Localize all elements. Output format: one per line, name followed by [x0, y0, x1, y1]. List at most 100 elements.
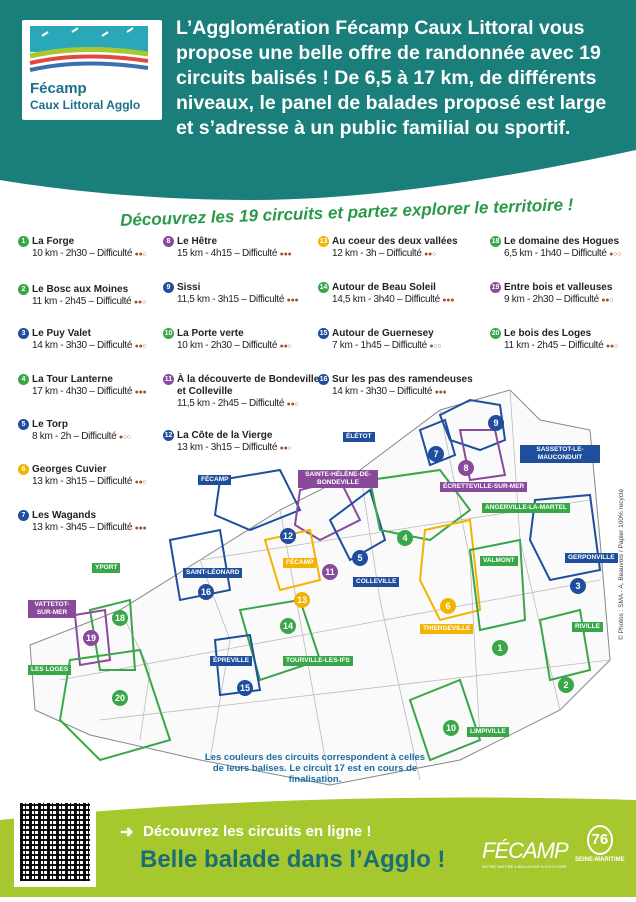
circuit-name: Le Hêtre: [177, 236, 218, 247]
circuit-detail: 14 km - 3h30 – Difficulté: [32, 340, 133, 351]
difficulty-dots: ●●○: [424, 251, 436, 258]
town-label: GERPONVILLE: [565, 553, 618, 563]
circuit-number-badge: 20: [490, 328, 501, 339]
town-label: SAINTE-HÉLÈNE-DE-BONDEVILLE: [298, 470, 378, 488]
difficulty-dots: ●●●: [442, 297, 455, 304]
circuit-name: Autour de Beau Soleil: [332, 282, 436, 293]
circuit-name: Le bois des Loges: [504, 328, 592, 339]
map-circuit-badge[interactable]: 6: [440, 598, 456, 614]
intro-text: L’Agglomération Fécamp Caux Littoral vou…: [176, 17, 607, 139]
circuit-detail: 6,5 km - 1h40 – Difficulté: [504, 248, 607, 259]
circuit-number-badge: 9: [163, 282, 174, 293]
map-circuit-badge[interactable]: 8: [458, 460, 474, 476]
town-label: COLLEVILLE: [353, 577, 400, 587]
map-circuit-badge[interactable]: 7: [428, 446, 444, 462]
online-link[interactable]: Découvrez les circuits en ligne !: [143, 823, 372, 840]
map-circuit-badge[interactable]: 16: [198, 584, 214, 600]
town-label: VATTETOT-SUR-MER: [28, 600, 76, 618]
map-circuit-badge[interactable]: 5: [352, 550, 368, 566]
qr-code[interactable]: [14, 797, 96, 887]
circuit-detail: 14,5 km - 3h40 – Difficulté: [332, 294, 440, 305]
footer-background: [0, 797, 636, 897]
difficulty-dots: ●●●: [434, 389, 447, 396]
circuit-name: Le domaine des Hogues: [504, 236, 620, 247]
circuit-number-badge: 19: [490, 282, 501, 293]
map-circuit-badge[interactable]: 9: [488, 415, 504, 431]
circuit-name: La Tour Lanterne: [32, 374, 113, 385]
difficulty-dots: ●●○: [286, 401, 299, 408]
map-circuit-badge[interactable]: 11: [322, 564, 338, 580]
circuit-name: À la découverte de Bondeville et Collevi…: [177, 374, 320, 397]
logo-name: Fécamp: [30, 80, 87, 97]
town-label: LES LOGES: [28, 665, 72, 675]
map-circuit-badge[interactable]: 19: [83, 630, 99, 646]
town-label: SASSETOT-LE-MAUCONDUIT: [520, 445, 600, 463]
difficulty-dots: ●○○: [609, 251, 621, 258]
circuit-number-badge: 6: [18, 464, 29, 475]
town-label: RIVILLE: [572, 622, 603, 632]
map-circuit-badge[interactable]: 20: [112, 690, 128, 706]
circuit-number-badge: 13: [318, 236, 329, 247]
town-label: ANGERVILLE-LA-MARTEL: [482, 503, 570, 513]
circuit-name: Au coeur des deux vallées: [332, 236, 458, 247]
map-circuit-badge[interactable]: 3: [570, 578, 586, 594]
town-label: ÉLÉTOT: [343, 432, 375, 442]
circuit-detail: 12 km - 3h – Difficulté: [332, 248, 422, 259]
map-circuit-badge[interactable]: 10: [443, 720, 459, 736]
circuit-number-badge: 4: [18, 374, 29, 385]
map-circuit-badge[interactable]: 4: [397, 530, 413, 546]
town-label: THIERGEVILLE: [420, 624, 474, 634]
map-circuit-badge[interactable]: 12: [280, 528, 296, 544]
circuit-name: Sissi: [177, 282, 201, 293]
difficulty-dots: ●●○: [134, 343, 147, 350]
agglo-logo: Fécamp Caux Littoral Agglo: [22, 20, 162, 120]
map-circuit-badge[interactable]: 18: [112, 610, 128, 626]
map-circuit-badge[interactable]: 15: [237, 680, 253, 696]
logo-graphic: [29, 26, 149, 72]
circuit-detail: 15 km - 4h15 – Difficulté: [177, 248, 278, 259]
map-note: Les couleurs des circuits correspondent …: [204, 752, 426, 785]
photo-credit: © Photos : SMA - A. Beauvois / Papier 10…: [618, 488, 625, 640]
map-circuit-badge[interactable]: 13: [294, 592, 310, 608]
map-circuit-badge[interactable]: 1: [492, 640, 508, 656]
map-circuit-badge[interactable]: 2: [558, 677, 574, 693]
circuit-number-badge: 14: [318, 282, 329, 293]
circuit-number-badge: 1: [18, 236, 29, 247]
circuit-detail: 13 km - 3h45 – Difficulté: [32, 522, 133, 533]
circuit-name: La Porte verte: [177, 328, 244, 339]
circuit-number-badge: 16: [318, 374, 329, 385]
circuit-detail: 11 km - 2h45 – Difficulté: [504, 340, 604, 351]
circuit-number-badge: 2: [18, 284, 29, 295]
difficulty-dots: ●●○: [133, 299, 146, 306]
circuit-number-badge: 12: [163, 430, 174, 441]
map-circuit-badge[interactable]: 14: [280, 618, 296, 634]
circuit-number-badge: 11: [163, 374, 174, 385]
town-label: FÉCAMP: [198, 475, 232, 485]
logo-subname: Caux Littoral Agglo: [30, 98, 141, 112]
circuit-name: Le Bosc aux Moines: [32, 284, 129, 295]
town-label: TOURVILLE-LES-IFS: [283, 656, 353, 666]
difficulty-dots: ●○○: [118, 434, 131, 441]
difficulty-dots: ●●●: [134, 389, 147, 396]
map: [29, 389, 611, 786]
circuit-name: Entre bois et valleuses: [504, 282, 613, 293]
circuit-number-badge: 8: [163, 236, 174, 247]
circuit-number-badge: 7: [18, 510, 29, 521]
town-label: ÉPREVILLE: [210, 656, 253, 666]
